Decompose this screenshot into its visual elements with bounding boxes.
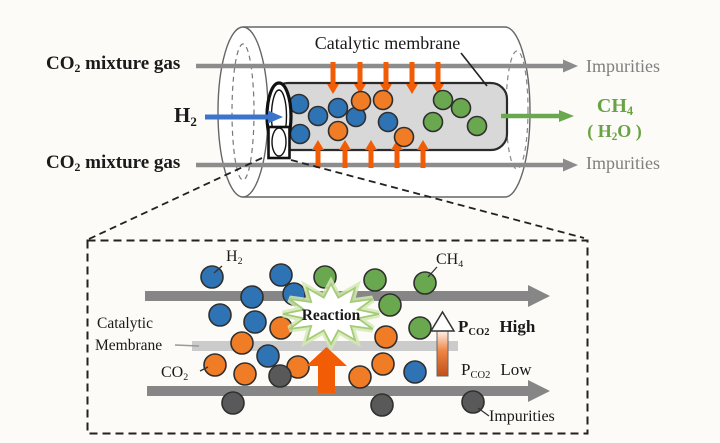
blue-molecule-dot [327, 97, 349, 119]
reaction-label: Reaction [301, 307, 361, 324]
green-molecule-dot [466, 115, 488, 137]
orange-molecule-dot [393, 126, 415, 148]
orange-molecule-dot [348, 365, 372, 389]
catalytic-membrane-label: Catalytic membrane [314, 33, 461, 53]
blue-molecule-dot [377, 111, 399, 133]
green-molecule-dot [422, 111, 444, 133]
orange-molecule-dot [372, 89, 394, 111]
h2-feed-label: H2 [174, 103, 197, 129]
magnified-view-box [86, 239, 589, 435]
impurities-label-top: Impurities [586, 56, 660, 76]
pco2-gradient-arrow [429, 310, 456, 377]
green-molecule-dot [378, 293, 402, 317]
catalytic-membrane-callout-line1: Catalytic [97, 315, 153, 332]
green-molecule-dot [413, 271, 437, 295]
permeation-big-arrow [306, 347, 347, 393]
blue-molecule-dot [403, 360, 427, 384]
ch4-molecule-label: CH4 [436, 251, 464, 270]
h2o-product-label: ( H2O ) [587, 121, 642, 144]
green-molecule-dot [450, 97, 472, 119]
orange-molecule-dot [371, 352, 395, 376]
impurities-callout-label: Impurities [489, 408, 555, 425]
catalytic-membrane-callout-line2: Membrane [95, 337, 163, 354]
orange-molecule-dot [230, 331, 254, 355]
co2-molecule-label: CO2 [161, 364, 189, 383]
co2-mixture-gas-label-top: CO2 mixture gas [46, 53, 181, 76]
blue-molecule-dot [256, 344, 280, 368]
orange-molecule-dot [350, 90, 372, 112]
gray-molecule-dot [268, 364, 292, 388]
gray-arrowhead [528, 380, 550, 402]
blue-molecule-dot [307, 105, 329, 127]
magnifier-leader-lines [88, 157, 585, 240]
cylinder-right-dashed-ellipse [505, 50, 529, 170]
blue-molecule-dot [243, 310, 267, 334]
co2-mixture-gas-label-bottom: CO2 mixture gas [46, 152, 181, 175]
h2-feed-arrow [205, 110, 283, 124]
reaction-starburst [282, 276, 380, 352]
gray-molecule-dot [461, 390, 485, 414]
gray-arrowhead [563, 59, 578, 73]
blue-molecule-dot [289, 123, 311, 145]
orange-molecule-dot [327, 120, 349, 142]
gray-arrowhead [563, 158, 578, 172]
cylinder-left-dashed-ellipse [231, 43, 255, 181]
ch4-product-arrow [501, 110, 574, 122]
blue-molecule-dot [200, 265, 224, 289]
gray-molecule-dot [370, 393, 394, 417]
green-molecule-dot [408, 316, 432, 340]
callout-pointer-lines [174, 265, 490, 417]
cylinder-left-cap [217, 26, 269, 198]
blue-molecule-dot [269, 263, 293, 287]
h2-molecule-label: H2 [226, 248, 243, 267]
gray-molecule-dot [221, 391, 245, 415]
green-molecule-dot [363, 268, 387, 292]
co2-permeation-arrows [312, 62, 444, 168]
impurities-label-bottom: Impurities [586, 153, 660, 173]
orange-molecule-dot [203, 353, 227, 377]
sweep-gas-flow-lines [196, 59, 578, 172]
membrane-bar [192, 341, 458, 351]
orange-molecule-dot [233, 362, 257, 386]
gray-arrowhead [528, 285, 550, 307]
orange-molecule-dot [374, 325, 398, 349]
blue-molecule-dot [240, 285, 264, 309]
green-molecule-dot [432, 89, 454, 111]
membrane-label-pointer [460, 52, 488, 87]
ch4-product-label: CH4 [596, 95, 634, 119]
blue-molecule-dot [208, 303, 232, 327]
